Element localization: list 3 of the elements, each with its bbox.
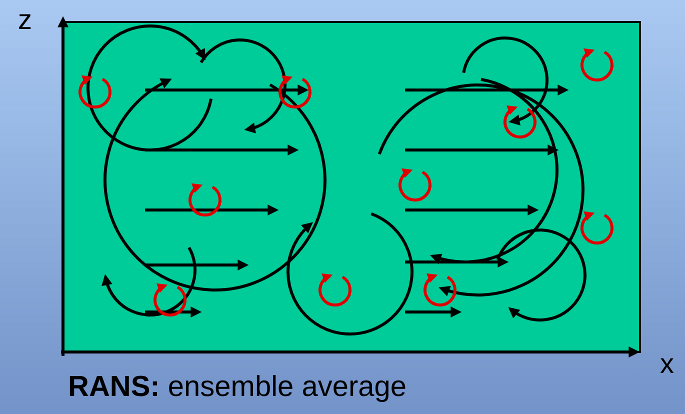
z-axis-label: z: [18, 6, 32, 34]
x-axis-label: x: [660, 350, 674, 378]
caption: RANS: ensemble average: [68, 370, 406, 405]
